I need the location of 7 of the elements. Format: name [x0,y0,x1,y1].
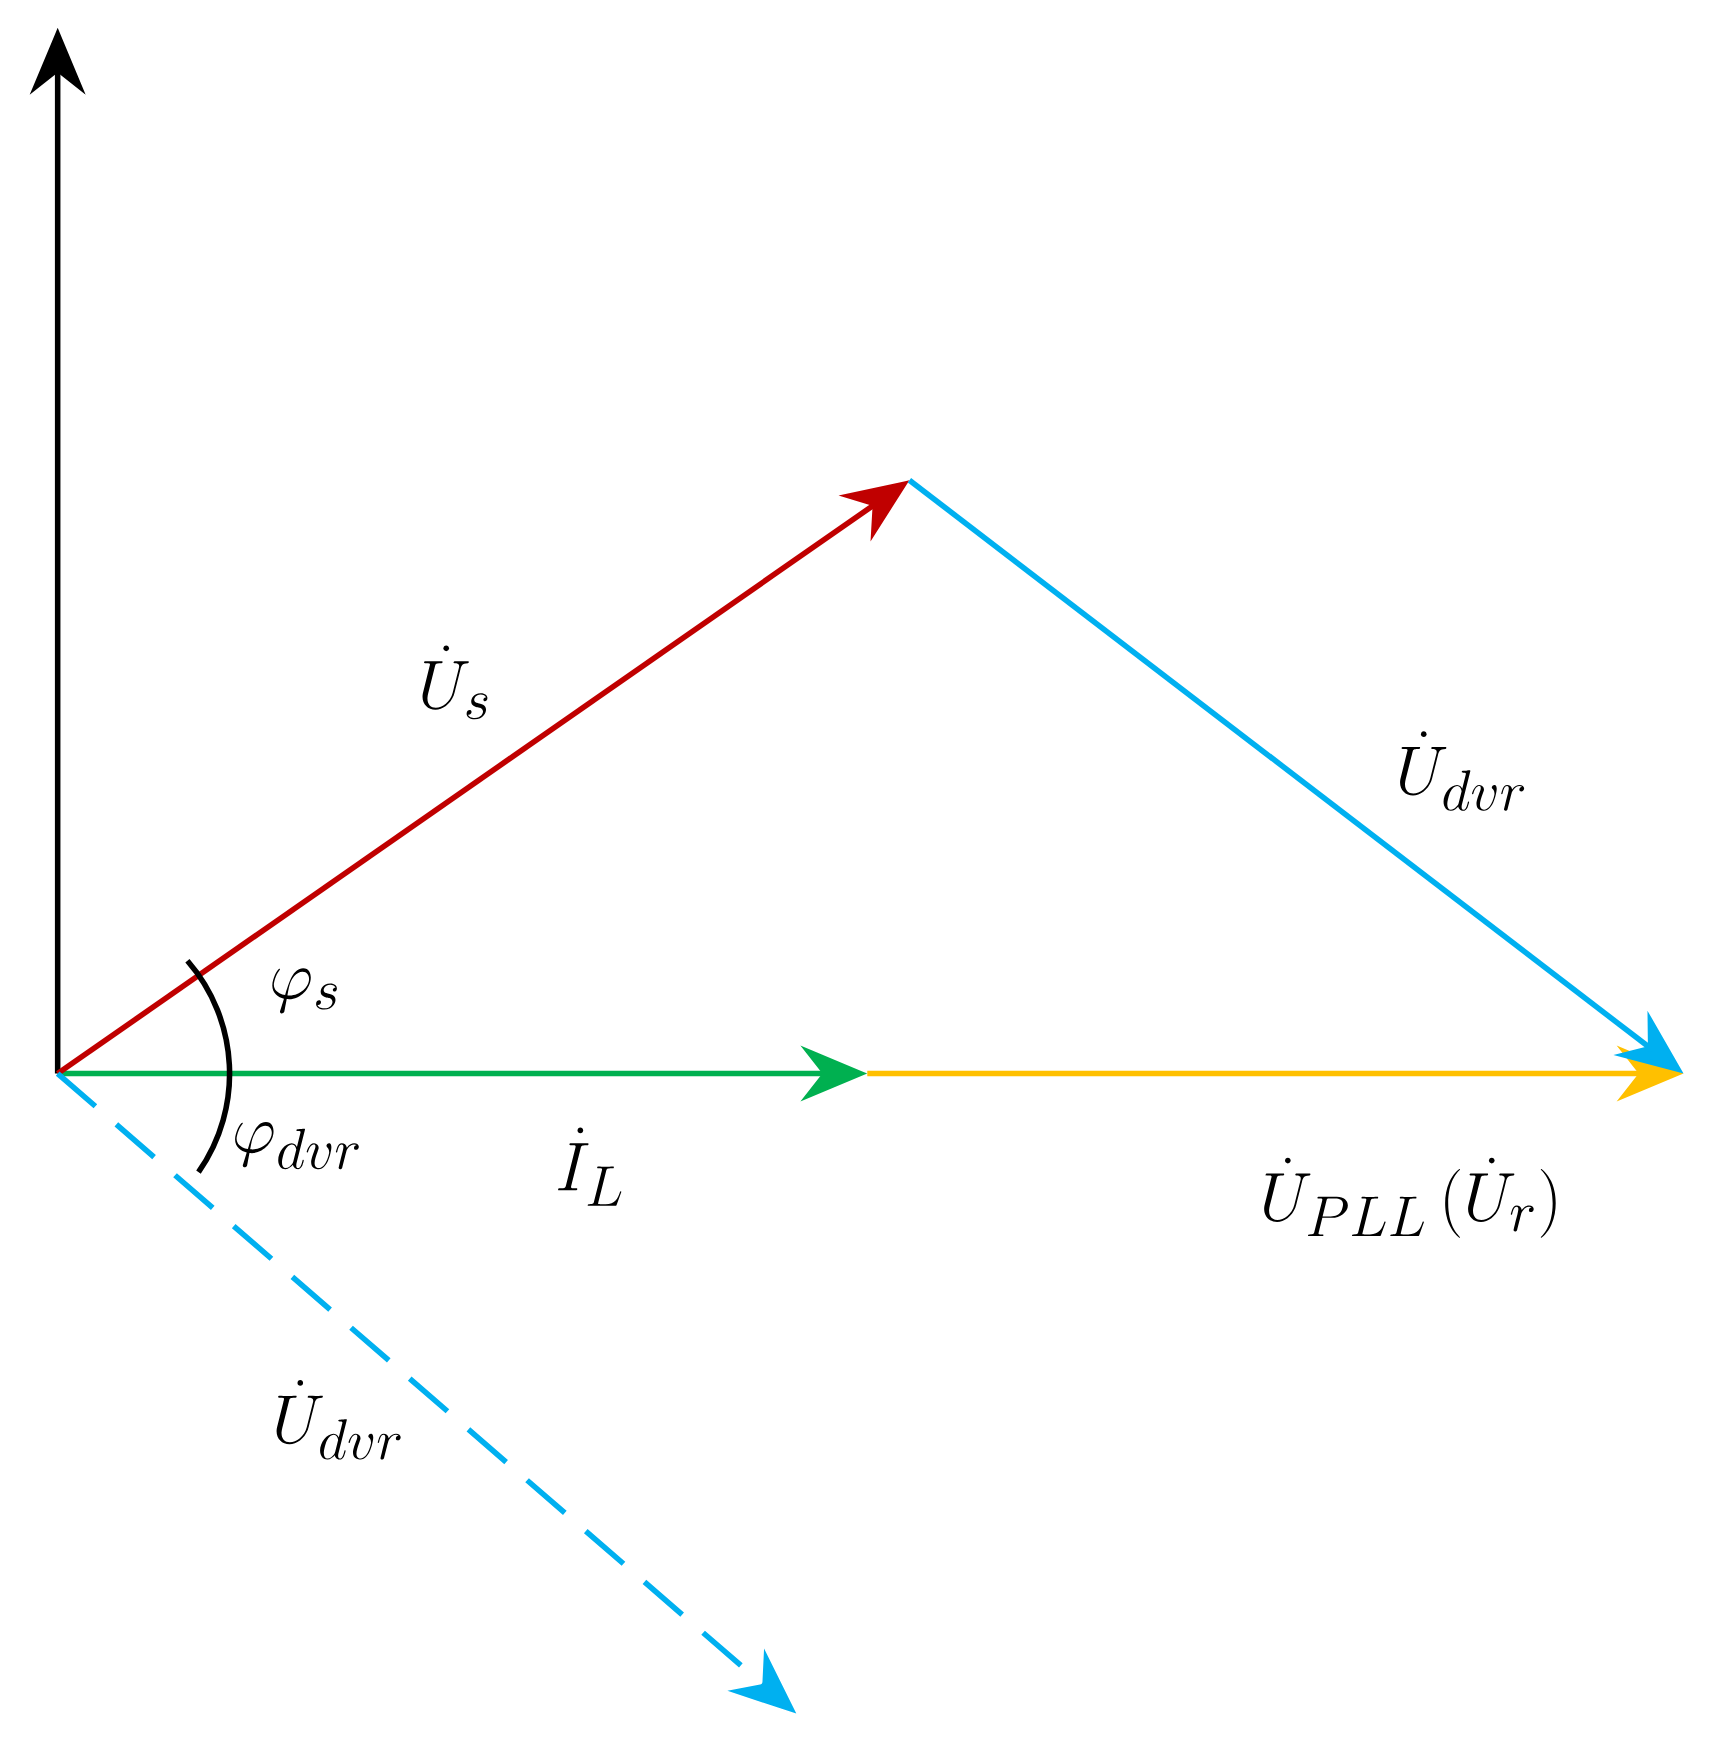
math-label: $\dot{I}_{L}$ [558,1127,622,1206]
math-label: $\dot{U}_{dvr}$ [1400,731,1525,811]
math-label: $\varphi_{dvr}$ [235,1122,359,1170]
math-label: $\dot{U}_{PLL}\,(\dot{U}_{r})$ [1264,1157,1556,1238]
math-label: $\dot{U}_{s}$ [422,645,488,720]
math-label: $\dot{U}_{dvr}$ [276,1380,401,1460]
math-label: $\varphi_{s}$ [272,968,337,1014]
